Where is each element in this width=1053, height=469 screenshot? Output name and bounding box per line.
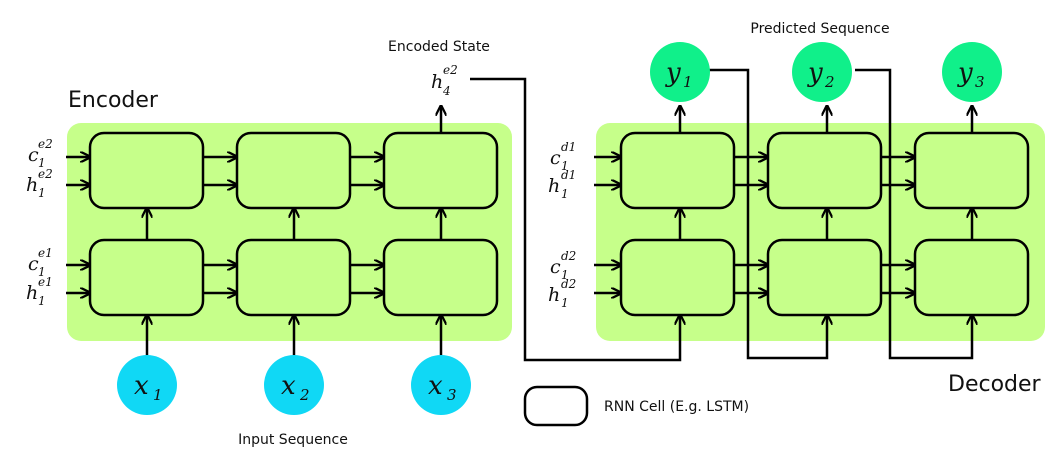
- encoded-output-label: h e2 4: [431, 63, 458, 98]
- svg-text:2: 2: [299, 386, 310, 404]
- decoder-state-c-top: c d1 1: [550, 140, 576, 173]
- encoder-cell-bottom-1: [88, 238, 205, 317]
- svg-text:2: 2: [824, 73, 835, 91]
- encoder-cell-top-2: [235, 131, 352, 210]
- decoder-cell-bottom-2: [766, 238, 883, 317]
- svg-text:h: h: [548, 284, 560, 306]
- encoder-state-c-top: c e2 1: [28, 137, 53, 170]
- output-node-y2: y 2: [792, 42, 852, 102]
- decoder-cell-top-2: [766, 131, 883, 210]
- svg-text:y: y: [665, 58, 681, 88]
- decoder-state-h-top: h d1 1: [548, 168, 576, 201]
- svg-text:h: h: [431, 71, 443, 93]
- svg-text:e2: e2: [443, 63, 458, 77]
- decoder-state-h-bottom: h d2 1: [548, 277, 576, 310]
- encoder-state-h-bottom: h e1 1: [26, 275, 53, 308]
- input-node-x3: x 3: [411, 355, 471, 415]
- svg-text:1: 1: [38, 294, 46, 308]
- svg-text:1: 1: [38, 265, 46, 279]
- svg-text:x: x: [134, 371, 149, 401]
- svg-text:3: 3: [447, 386, 457, 404]
- input-circle: [411, 355, 471, 415]
- svg-text:e2: e2: [38, 167, 53, 181]
- legend-cell-swatch: [523, 385, 589, 427]
- encoder-state-c-bottom: c e1 1: [28, 246, 53, 279]
- svg-text:d1: d1: [561, 140, 576, 154]
- svg-text:1: 1: [38, 186, 46, 200]
- svg-text:1: 1: [38, 156, 46, 170]
- input-circle: [264, 355, 324, 415]
- decoder-label: Decoder: [948, 372, 1042, 397]
- output-node-y3: y 3: [942, 42, 1002, 102]
- encoder-cell-bottom-3: [382, 238, 499, 317]
- encoder-cell-top-3: [382, 131, 499, 210]
- decoder-cell-top-3: [913, 131, 1030, 210]
- legend: RNN Cell (E.g. LSTM): [523, 385, 749, 427]
- legend-label: RNN Cell (E.g. LSTM): [604, 399, 749, 415]
- svg-text:h: h: [548, 175, 560, 197]
- encoder-cell-bottom-2: [235, 238, 352, 317]
- svg-text:e1: e1: [38, 246, 53, 260]
- svg-text:c: c: [550, 147, 561, 169]
- svg-text:y: y: [807, 58, 823, 88]
- svg-text:c: c: [28, 144, 39, 166]
- decoder-cell-bottom-1: [619, 238, 736, 317]
- svg-text:c: c: [28, 253, 39, 275]
- input-node-x2: x 2: [264, 355, 324, 415]
- svg-text:1: 1: [561, 268, 569, 282]
- svg-text:1: 1: [153, 386, 163, 404]
- svg-text:1: 1: [561, 187, 569, 201]
- encoder-cell-top-1: [88, 131, 205, 210]
- svg-text:d1: d1: [561, 168, 576, 182]
- input-node-x1: x 1: [117, 355, 177, 415]
- input-sequence-label: Input Sequence: [238, 432, 348, 448]
- encoder-connections: [66, 106, 441, 356]
- output-circle: [650, 42, 710, 102]
- decoder-state-c-bottom: c d2 1: [550, 249, 576, 282]
- svg-text:c: c: [550, 256, 561, 278]
- svg-text:e1: e1: [38, 275, 53, 289]
- svg-text:d2: d2: [561, 277, 576, 291]
- svg-text:x: x: [281, 371, 296, 401]
- decoder-cell-bottom-3: [913, 238, 1030, 317]
- encoder-label: Encoder: [68, 88, 159, 113]
- svg-text:h: h: [26, 174, 38, 196]
- encoder-state-h-top: h e2 1: [26, 167, 53, 200]
- svg-text:h: h: [26, 282, 38, 304]
- svg-text:e2: e2: [38, 137, 53, 151]
- decoder-cell-top-1: [619, 131, 736, 210]
- svg-text:y: y: [957, 58, 973, 88]
- svg-text:3: 3: [975, 73, 985, 91]
- output-node-y1: y 1: [650, 42, 710, 102]
- decoder-connections: [594, 68, 972, 360]
- svg-text:1: 1: [561, 296, 569, 310]
- output-circle: [792, 42, 852, 102]
- svg-text:1: 1: [683, 73, 693, 91]
- encoded-state-wire: [470, 77, 680, 362]
- input-circle: [117, 355, 177, 415]
- svg-text:d2: d2: [561, 249, 576, 263]
- predicted-sequence-label: Predicted Sequence: [750, 21, 889, 37]
- output-circle: [942, 42, 1002, 102]
- svg-text:1: 1: [561, 159, 569, 173]
- encoded-state-label: Encoded State: [388, 39, 490, 55]
- svg-text:4: 4: [442, 84, 451, 98]
- svg-text:x: x: [428, 371, 443, 401]
